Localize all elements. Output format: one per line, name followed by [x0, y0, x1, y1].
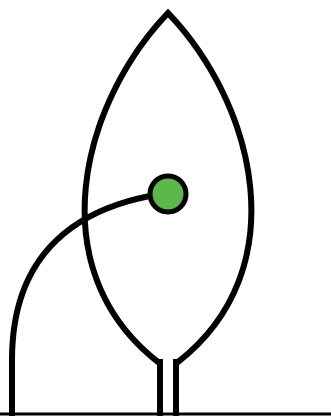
green-dot-icon [150, 176, 186, 212]
curved-line-icon [12, 193, 168, 416]
stem-gap [163, 355, 173, 416]
